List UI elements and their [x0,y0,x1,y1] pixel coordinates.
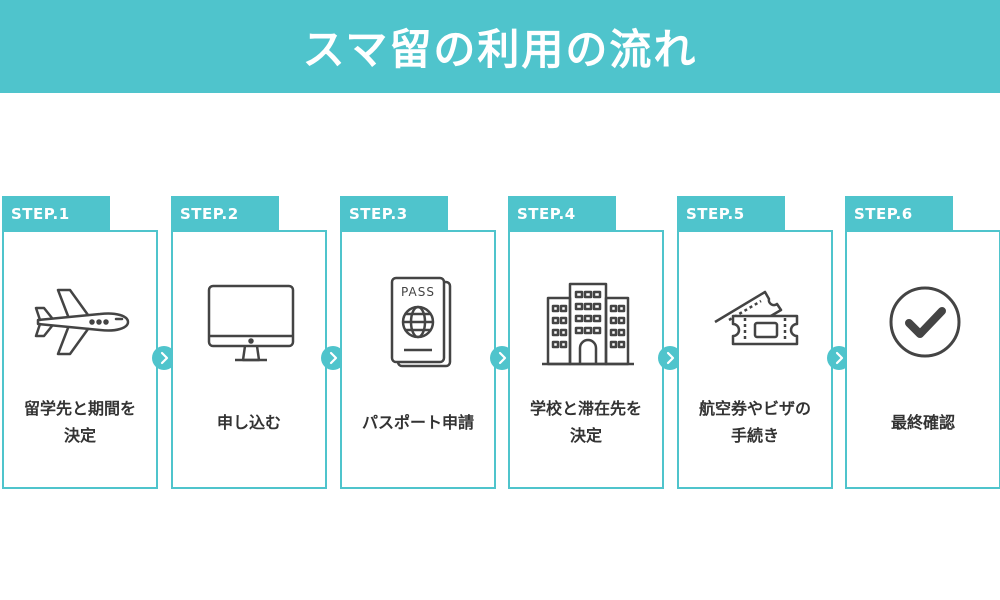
step-2-tab: STEP.2 [171,196,279,232]
chevron-right-icon [666,351,675,365]
step-5-card: STEP.5 航空券やビザの 手続き [677,196,833,489]
chevron-right-icon [160,351,169,365]
step-1-label: 留学先と期間を 決定 [23,399,136,445]
chevron-right-icon [329,351,338,365]
title-banner: スマ留の利用の流れ [0,0,1000,93]
step-2-box: 申し込む [171,230,327,489]
step-5-label: 航空券やビザの 手続き [698,399,811,445]
step-1-tab: STEP.1 [2,196,110,232]
building-icon [538,272,638,372]
step-6-tab: STEP.6 [845,196,953,232]
step-6-label: 最終確認 [890,412,955,432]
step-1-box: 留学先と期間を 決定 [2,230,158,489]
ticket-icon [707,272,807,372]
step-3-card: STEP.3 PASS パスポート申請 [340,196,496,489]
svg-text:PASS: PASS [401,285,435,299]
step-1-card: STEP.1 留学先と期間を 決定 [2,196,158,489]
step-6-card: STEP.6 最終確認 [845,196,1000,489]
chevron-right-icon [835,351,844,365]
step-3-box: PASS パスポート申請 [340,230,496,489]
step-2-label: 申し込む [216,412,281,432]
step-2-card: STEP.2 申し込む [171,196,327,489]
chevron-right-icon [498,351,507,365]
step-5-box: 航空券やビザの 手続き [677,230,833,489]
step-4-label: 学校と滞在先を 決定 [529,399,642,445]
step-4-tab: STEP.4 [508,196,616,232]
monitor-icon [201,272,301,372]
step-4-card: STEP.4 学校と滞在先を 決定 [508,196,664,489]
checkmark-icon [875,272,975,372]
step-5-tab: STEP.5 [677,196,785,232]
step-6-box: 最終確認 [845,230,1000,489]
airplane-icon [32,272,132,372]
step-3-tab: STEP.3 [340,196,448,232]
passport-icon: PASS [370,272,470,372]
step-3-label: パスポート申請 [361,412,474,432]
page-title: スマ留の利用の流れ [302,25,698,74]
step-4-box: 学校と滞在先を 決定 [508,230,664,489]
